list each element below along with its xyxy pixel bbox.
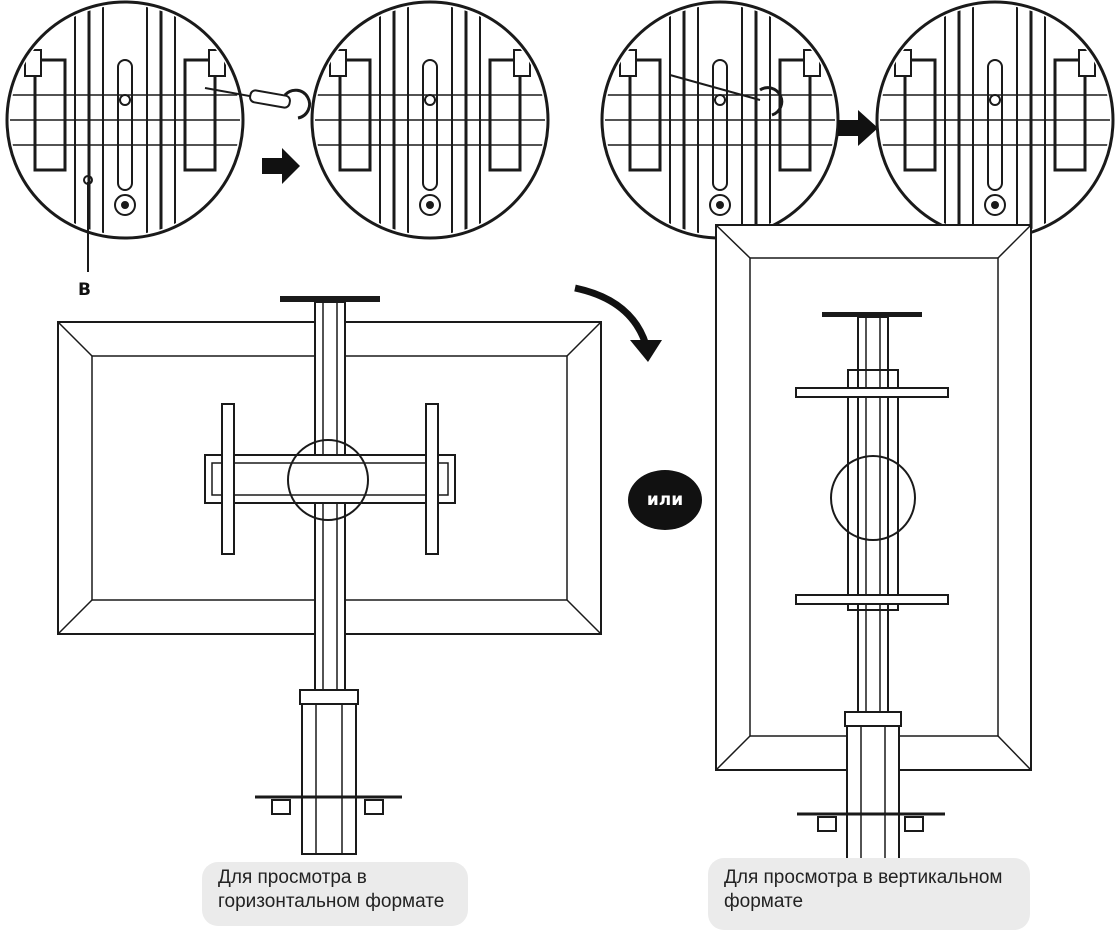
detail-circle-1 — [5, 0, 245, 240]
curved-arrow-icon — [574, 284, 662, 362]
portrait-stand — [795, 312, 949, 872]
arrow-right-icon — [262, 148, 300, 184]
or-badge: или — [628, 470, 702, 530]
caption-landscape: Для просмотра в горизонтальном формате — [202, 862, 468, 926]
arrow-right-icon-2 — [838, 110, 878, 146]
screw-marker-label: B — [78, 280, 91, 300]
screwdriver-icon — [204, 87, 311, 120]
detail-circle-2 — [310, 0, 550, 240]
caption-portrait: Для просмотра в вертикальном формате — [708, 858, 1030, 930]
landscape-stand — [204, 296, 456, 855]
